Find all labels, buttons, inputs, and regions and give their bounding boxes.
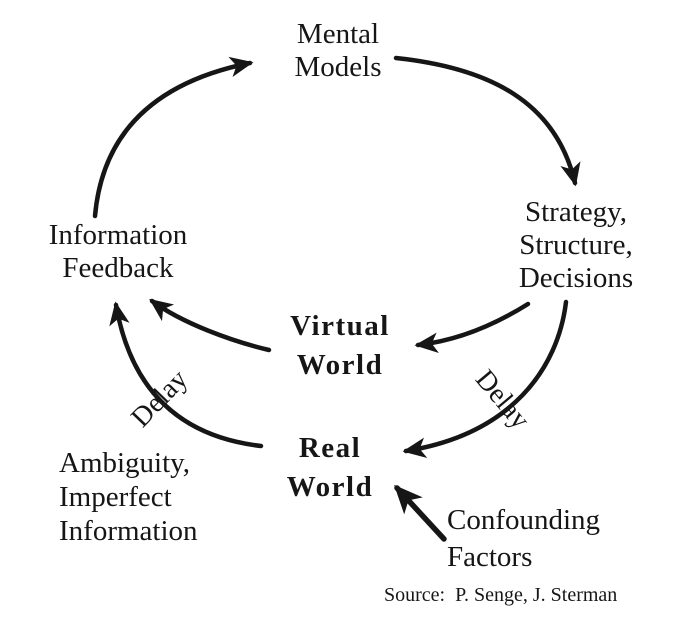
source-note: Source: P. Senge, J. Sterman [384, 584, 618, 606]
node-virtual-world: Virtual World [290, 310, 390, 381]
arrow-strategy-to-real-world-delay [402, 299, 569, 459]
arrow-mental-models-to-strategy [393, 55, 581, 187]
arrow-real-world-to-information-feedback-delay [109, 301, 264, 449]
annotation-ambiguity-imperfect-information: Ambiguity, Imperfect Information [59, 447, 198, 547]
arrow-strategy-to-virtual-world [414, 301, 531, 354]
arrow-confounding-factors-to-real-world [394, 484, 447, 542]
node-information-feedback: Information Feedback [48, 219, 188, 284]
node-strategy-structure-decisions: Strategy, Structure, Decisions [518, 196, 634, 294]
node-real-world: Real World [286, 432, 374, 503]
arrow-information-feedback-to-mental-models [92, 56, 254, 219]
arrow-virtual-world-to-information-feedback [149, 298, 272, 353]
node-confounding-factors: Confounding Factors [447, 504, 601, 573]
node-mental-models: Mental Models [294, 18, 382, 83]
